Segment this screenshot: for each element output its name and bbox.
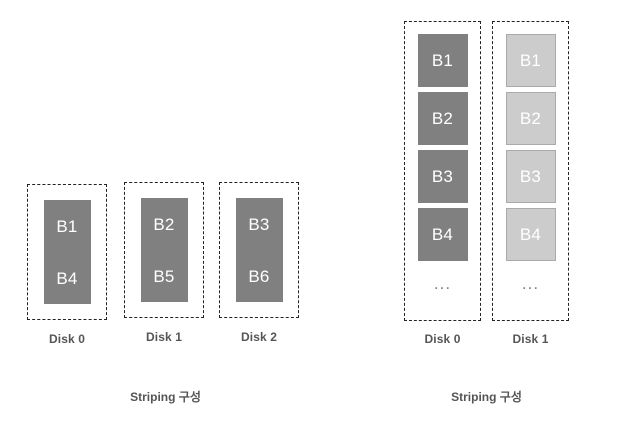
disk-label: Disk 0 (49, 332, 85, 346)
figure-caption: Striping 구성 (451, 390, 522, 404)
figure-caption: Striping 구성 (130, 390, 201, 404)
data-block: B3 (235, 198, 283, 250)
disk-column-0: B1 B2 B3 B4 ... Disk 0 (404, 21, 481, 346)
disk-frame: B1 B4 (27, 184, 107, 320)
data-block: B1 (505, 34, 556, 87)
disk-column-0: B1 B4 Disk 0 (27, 184, 107, 346)
data-block: B4 (505, 208, 556, 261)
disk-frame: B2 B5 (124, 182, 204, 318)
disk-frame: B3 B6 (219, 182, 299, 318)
data-block: B1 (417, 34, 468, 87)
data-block: B4 (43, 252, 91, 304)
data-block: B2 (140, 198, 188, 250)
disk-label: Disk 1 (512, 332, 549, 346)
data-block: B3 (505, 150, 556, 203)
disk-column-2: B3 B6 Disk 2 (219, 182, 299, 344)
data-block: B3 (417, 150, 468, 203)
more-blocks-ellipsis: ... (521, 273, 540, 293)
disk-column-1: B1 B2 B3 B4 ... Disk 1 (492, 21, 569, 346)
data-block: B2 (417, 92, 468, 145)
data-block: B2 (505, 92, 556, 145)
more-blocks-ellipsis: ... (433, 273, 452, 293)
disk-column-1: B2 B5 Disk 1 (124, 182, 204, 344)
data-block: B4 (417, 208, 468, 261)
disk-label: Disk 0 (424, 332, 461, 346)
disk-frame: B1 B2 B3 B4 ... (492, 21, 569, 321)
data-block: B6 (235, 250, 283, 302)
disk-label: Disk 1 (146, 330, 182, 344)
disk-label: Disk 2 (241, 330, 277, 344)
data-block: B1 (43, 200, 91, 252)
disk-frame: B1 B2 B3 B4 ... (404, 21, 481, 321)
data-block: B5 (140, 250, 188, 302)
